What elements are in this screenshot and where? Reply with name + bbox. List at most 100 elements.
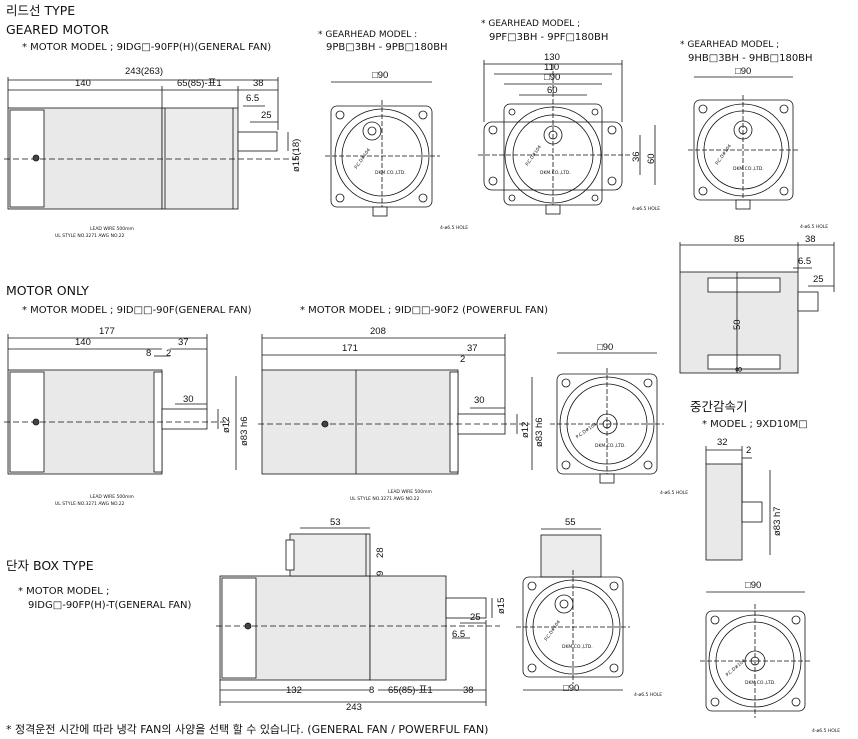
dim-65-85b: 65(85)-표1 [388, 685, 433, 696]
dim-177: 177 [99, 326, 115, 337]
dim-83h7: ø83 h7 [772, 506, 783, 536]
dim-132: 132 [286, 685, 302, 696]
dim-2c: 2 [746, 445, 752, 456]
intermediate-side-view [705, 446, 771, 561]
hb-gearhead-front-view [688, 76, 800, 210]
dim-28: 28 [375, 547, 386, 558]
dim-171: 171 [342, 343, 358, 354]
dim-8c: 8 [369, 685, 375, 696]
geared-motor-header: GEARED MOTOR [6, 22, 110, 37]
motor-only-powerful-side-view [258, 334, 533, 475]
dim-38: 38 [253, 78, 264, 89]
intermediate-model: * MODEL ; 9XD10M□ [702, 419, 808, 430]
motor-only-header: MOTOR ONLY [6, 283, 89, 298]
ul-style-label-3: UL STYLE NO.3271 AWG NO.22 [350, 497, 420, 502]
motor-only-model-general: * MOTOR MODEL ; 9ID□□-90F(GENERAL FAN) [22, 305, 252, 316]
dim-38c: 38 [463, 685, 474, 696]
maker-label-pb: DKM.CO.,LTD. [375, 171, 406, 176]
dim-208: 208 [370, 326, 386, 337]
pf-gearhead-label-1: * GEARHEAD MODEL ; [481, 19, 581, 29]
dim-37: 37 [178, 337, 189, 348]
dim-25: 25 [261, 110, 272, 121]
dim-83h6b: ø83 h6 [534, 417, 545, 447]
motor-only-model-powerful: * MOTOR MODEL ; 9ID□□-90F2 (POWERFUL FAN… [300, 305, 548, 316]
terminal-box-model-1: * MOTOR MODEL ; [18, 586, 110, 597]
dim-32: 32 [717, 437, 728, 448]
dim-hb-6-5: 6.5 [798, 256, 812, 267]
dim-pf-36: 36 [631, 151, 642, 162]
dim-140: 140 [75, 78, 91, 89]
ul-style-label-2: UL STYLE NO.3271 AWG NO.22 [55, 502, 125, 507]
pb-gearhead-label-1: * GEARHEAD MODEL : [318, 30, 418, 40]
dim-hb-8: 8 [734, 366, 745, 372]
dim-55: 55 [565, 517, 576, 528]
intermediate-front-view [700, 591, 812, 718]
geared-motor-model: * MOTOR MODEL ; 9IDG□-90FP(H)(GENERAL FA… [22, 42, 272, 53]
geared-motor-side-view [4, 77, 300, 210]
hb-hole-label: 4-ø6.5 HOLE [800, 225, 829, 230]
terminal-box-header: 단자 BOX TYPE [6, 558, 94, 573]
pb-gearhead-front-view [325, 81, 440, 217]
pf-hole-label: 4-ø6.5 HOLE [632, 207, 661, 212]
lead-wire-label: LEAD WIRE 500mm [90, 227, 134, 232]
dim-hb-25: 25 [813, 274, 824, 285]
dim-83h6: ø83 h6 [239, 416, 250, 446]
dim-37b: 37 [467, 343, 478, 354]
motor-only-general-side-view [4, 334, 237, 475]
maker-label-tb: DKM.CO.,LTD. [562, 645, 593, 650]
dim-pf-90: □90 [544, 72, 561, 83]
dim-int-sq90: □90 [745, 580, 762, 591]
dim-2b: 2 [460, 354, 466, 365]
terminal-box-side-view [216, 527, 500, 706]
dim-243: 243 [346, 702, 362, 713]
dim-pf-130: 130 [544, 52, 560, 63]
dim-hb-38: 38 [805, 234, 816, 245]
dim-12: ø12 [221, 416, 232, 433]
pf-gearhead-label-2: 9PF□3BH - 9PF□180BH [489, 32, 609, 43]
dim-15: ø15 [496, 597, 507, 614]
dim-9: 9 [375, 570, 386, 576]
terminal-box-model-2: 9IDG□-90FP(H)-T(GENERAL FAN) [28, 600, 192, 611]
intermediate-header: 중간감속기 [690, 399, 748, 414]
dim-6-5: 6.5 [246, 93, 260, 104]
dim-2: 2 [166, 348, 172, 359]
maker-label-pf: DKM.CO.,LTD. [540, 171, 571, 176]
dim-65-85: 65(85)-표1 [177, 78, 222, 89]
dim-tb-sq90: □90 [563, 683, 580, 694]
lead-wire-label-3: LEAD WIRE 500mm [388, 490, 432, 495]
tb-hole-label: 4-ø6.5 HOLE [634, 693, 663, 698]
dim-6-5c: 6.5 [452, 629, 466, 640]
hb-gearhead-label-2: 9HB□3BH - 9HB□180BH [688, 53, 813, 64]
dim-pb-sq90: □90 [372, 70, 389, 81]
maker-label-mo: DKM.CO.,LTD. [595, 444, 626, 449]
dim-53: 53 [330, 517, 341, 528]
dim-30b: 30 [474, 395, 485, 406]
hb-gearhead-label-1: * GEARHEAD MODEL ; [680, 40, 780, 50]
motor-only-front-view [550, 352, 664, 484]
dim-pf-60v: 60 [646, 153, 657, 164]
dim-hb-85: 85 [734, 234, 745, 245]
lead-type-header: 리드선 TYPE [6, 3, 76, 18]
dim-30: 30 [183, 394, 194, 405]
pb-gearhead-label-2: 9PB□3BH - 9PB□180BH [326, 42, 448, 53]
dim-hb-sq90: □90 [735, 66, 752, 77]
maker-label-int: DKM.CO.,LTD. [745, 681, 776, 686]
terminal-box-front-view [516, 528, 630, 691]
mo-hole-label: 4-ø6.5 HOLE [660, 491, 689, 496]
pf-gearhead-front-view [478, 60, 656, 215]
dim-mo-sq90: □90 [597, 342, 614, 353]
dim-140b: 140 [75, 337, 91, 348]
dim-243-263: 243(263) [125, 66, 164, 77]
dim-15-18: ø15(18) [291, 138, 302, 172]
dim-12b: ø12 [520, 421, 531, 438]
lead-wire-label-2: LEAD WIRE 500mm [90, 495, 134, 500]
dim-8b: 8 [146, 348, 152, 359]
ul-style-label: UL STYLE NO.3271 AWG NO.22 [55, 234, 125, 239]
hb-gearhead-side-view [679, 242, 835, 374]
dim-pf-60: 60 [547, 85, 558, 96]
int-hole-label: 4-ø6.5 HOLE [812, 729, 841, 734]
maker-label-hb: DKM.CO.,LTD. [733, 167, 764, 172]
dim-25c: 25 [470, 612, 481, 623]
dim-hb-50: 50 [732, 319, 743, 330]
